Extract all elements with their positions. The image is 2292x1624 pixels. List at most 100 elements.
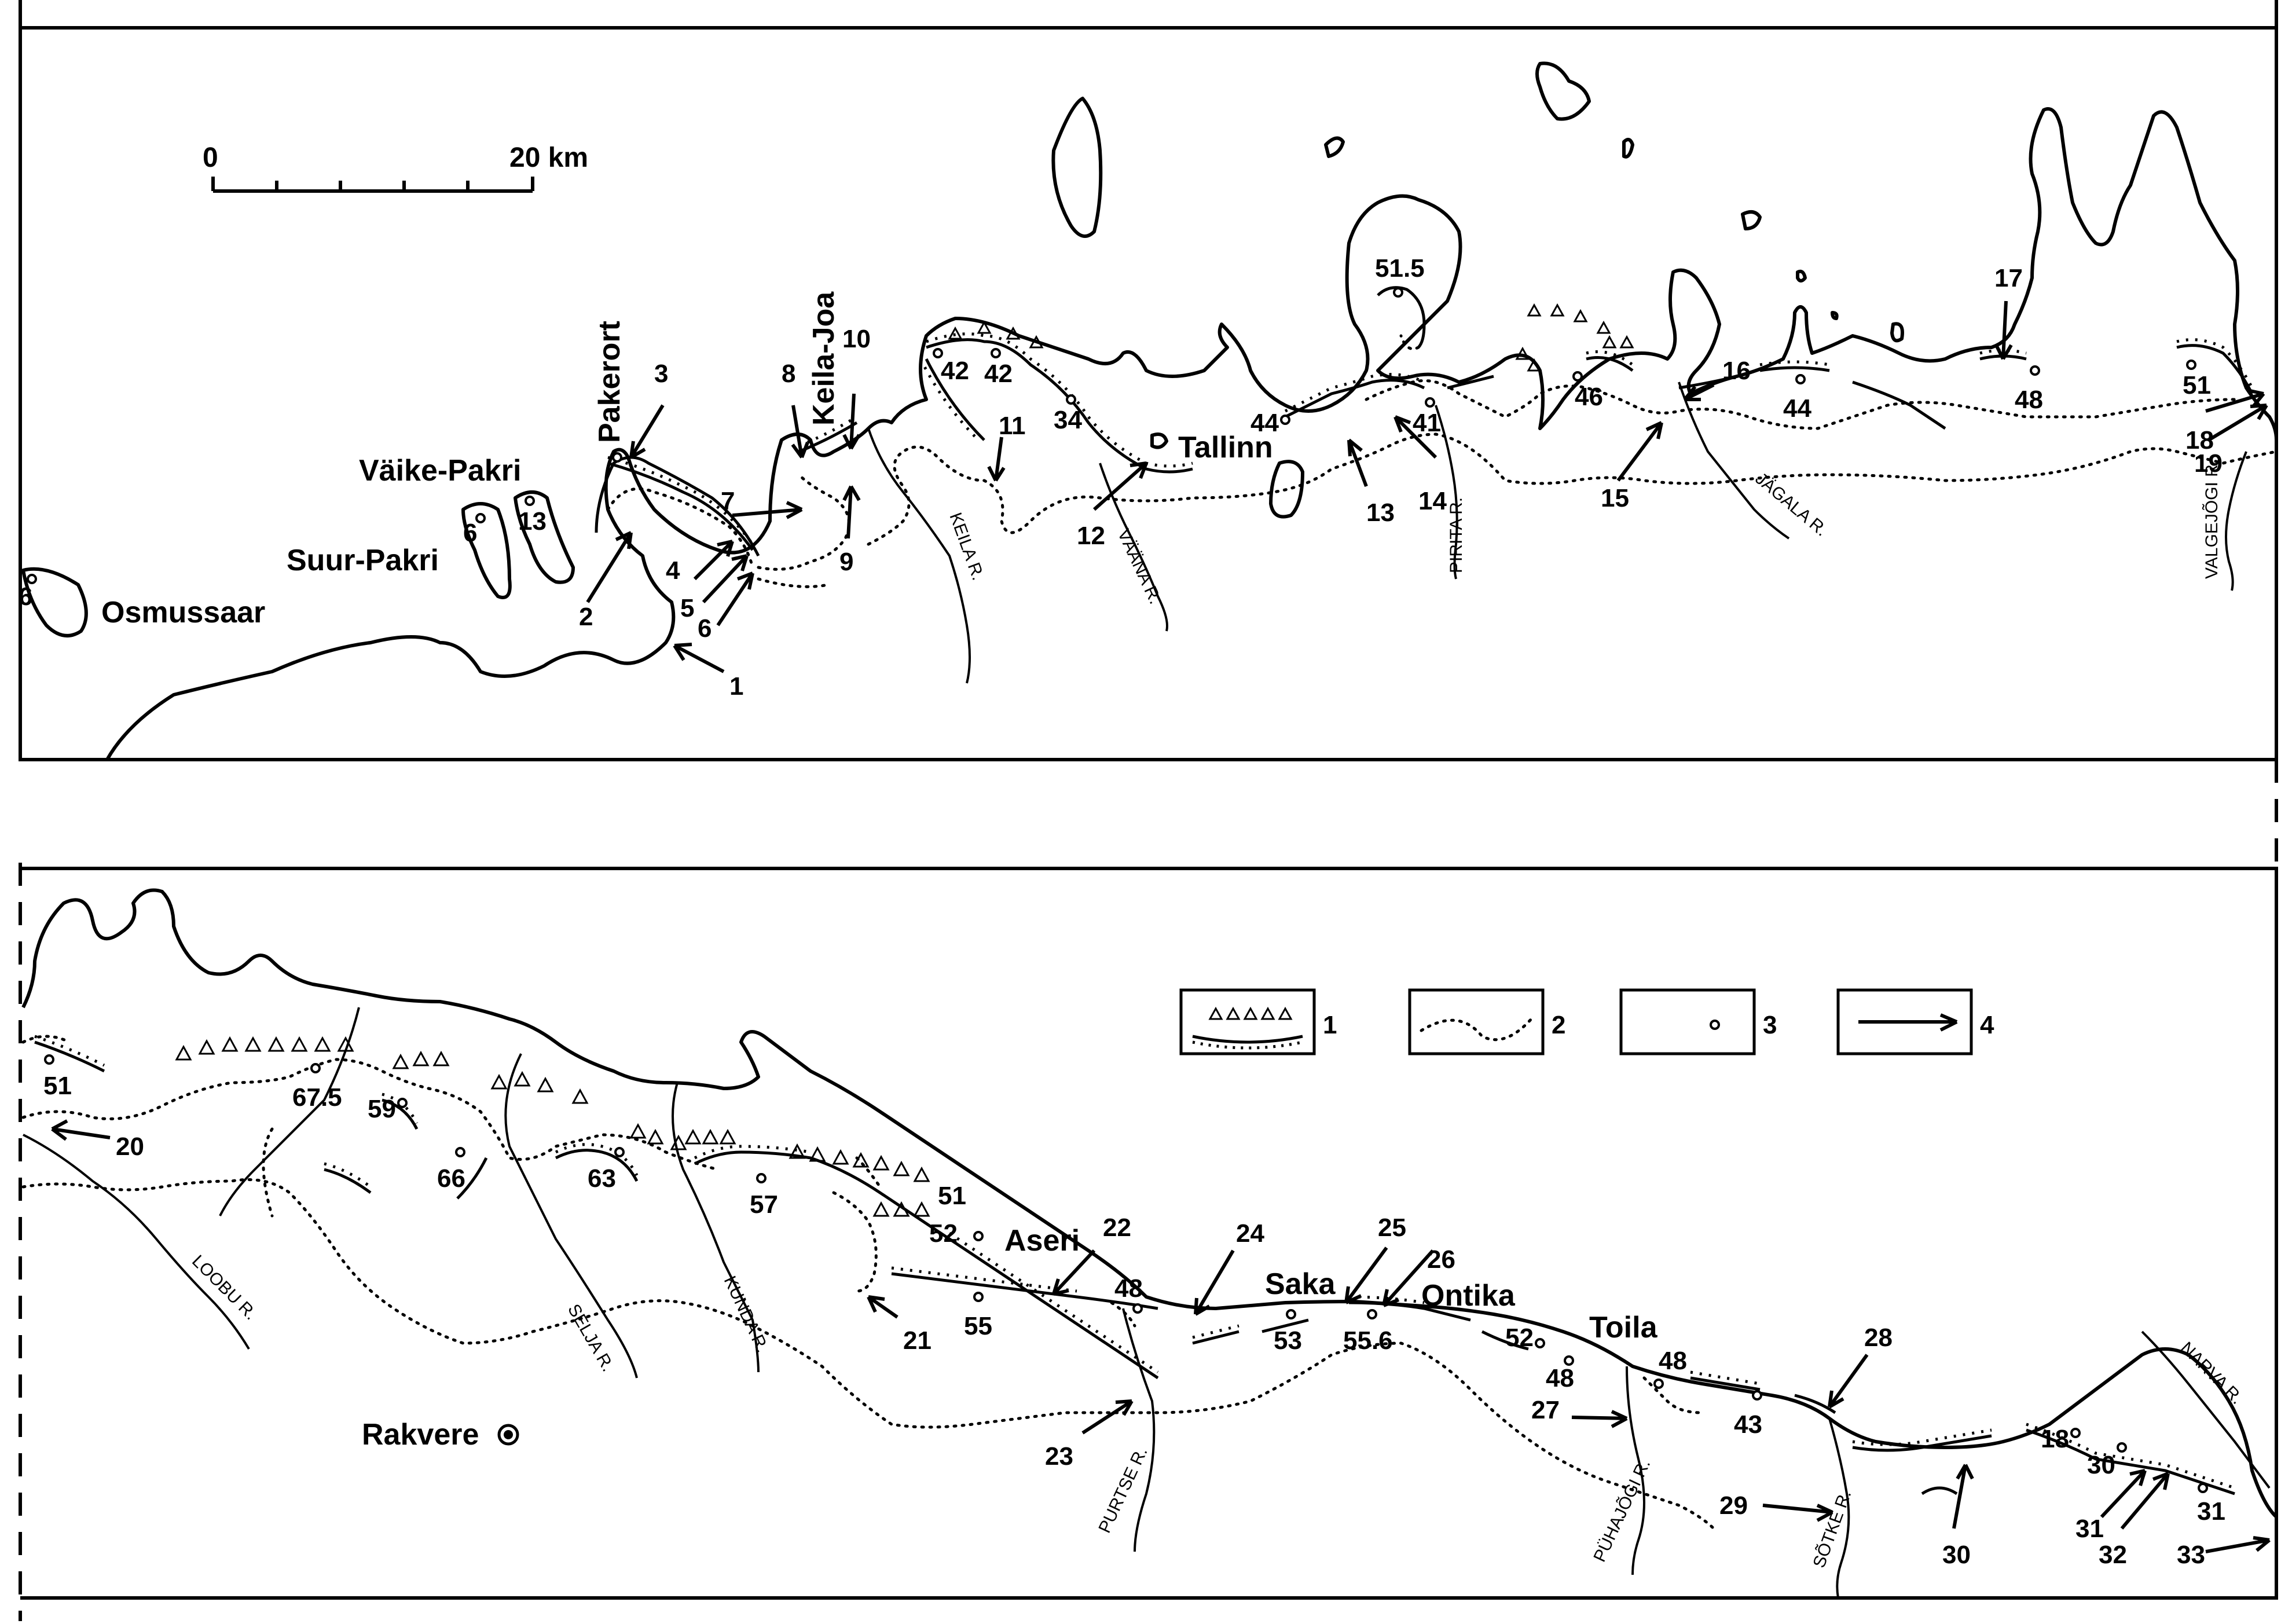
suur-pakri-island bbox=[461, 502, 512, 599]
enclosure-51-5-dotted bbox=[1399, 334, 1420, 350]
legend-number-1: 1 bbox=[1323, 1011, 1337, 1039]
selja-river bbox=[504, 1053, 638, 1379]
elev-top-9: 46 bbox=[1575, 383, 1603, 411]
elev-top-4: 42 bbox=[984, 360, 1013, 388]
narva-river bbox=[2141, 1330, 2271, 1489]
dotted-line-bottom-3 bbox=[21, 1035, 1704, 1414]
site-26: 26 bbox=[1427, 1245, 1455, 1274]
site-10: 10 bbox=[842, 325, 871, 353]
site-30: 30 bbox=[1942, 1541, 1971, 1569]
site-14: 14 bbox=[1418, 487, 1447, 515]
elev-bottom-13: 48 bbox=[1546, 1364, 1574, 1392]
legend: 1 2 3 4 bbox=[1179, 988, 1994, 1055]
island-north-2 bbox=[1324, 136, 1345, 158]
elev-top-7: 51.5 bbox=[1375, 254, 1425, 283]
elev-top-12: 51 bbox=[2183, 371, 2211, 399]
label-keila-joa: Keila-Joa bbox=[807, 291, 841, 426]
site-23: 23 bbox=[1045, 1442, 1073, 1471]
arrows-bottom bbox=[51, 1119, 2271, 1553]
site-16: 16 bbox=[1722, 357, 1751, 385]
elev-bottom-11: 55.6 bbox=[1343, 1326, 1393, 1355]
site-33: 33 bbox=[2177, 1541, 2205, 1569]
elev-top-0: 6 bbox=[19, 582, 32, 611]
elev-top-6: 44 bbox=[1250, 409, 1279, 437]
enclosure-51-5 bbox=[1377, 286, 1426, 349]
vaike-pakri-island bbox=[514, 490, 575, 584]
elev-bottom-18: 31 bbox=[2197, 1497, 2225, 1526]
site-22: 22 bbox=[1103, 1214, 1131, 1242]
legend-item-3: 3 bbox=[1619, 988, 1777, 1055]
talus-bottom bbox=[175, 1036, 930, 1217]
label-narva-river: NARVA R. bbox=[2177, 1339, 2246, 1408]
keila-river bbox=[867, 428, 971, 684]
bottom-panel: Rakvere Aseri Saka Ontika Toila LOOBU R.… bbox=[19, 760, 2278, 1621]
label-suur-pakri: Suur-Pakri bbox=[287, 544, 439, 577]
site-6: 6 bbox=[698, 614, 712, 643]
legend-number-2: 2 bbox=[1552, 1011, 1565, 1039]
site-32: 32 bbox=[2099, 1541, 2127, 1569]
dotted-line-bottom-1 bbox=[21, 1058, 878, 1293]
site-19: 19 bbox=[2194, 449, 2223, 478]
site-24: 24 bbox=[1236, 1219, 1264, 1248]
site-15: 15 bbox=[1601, 484, 1629, 512]
site-27: 27 bbox=[1531, 1396, 1560, 1424]
site-31: 31 bbox=[2075, 1515, 2104, 1543]
label-vaike-pakri: Väike-Pakri bbox=[359, 454, 521, 487]
island-tallinn-small bbox=[1150, 432, 1168, 449]
rakvere-marker bbox=[497, 1424, 519, 1446]
top-panel-frame bbox=[19, 0, 2278, 761]
elev-bottom-16: 18 bbox=[2041, 1425, 2069, 1453]
top-panel: 0 20 km bbox=[19, 0, 2278, 761]
label-pirita-river: PIRITA R. bbox=[1447, 497, 1466, 573]
pakerort-klint bbox=[595, 456, 760, 557]
site-1: 1 bbox=[729, 672, 743, 701]
site-20: 20 bbox=[116, 1132, 144, 1161]
elev-top-8: 41 bbox=[1413, 409, 1441, 437]
purtse-river bbox=[1122, 1308, 1156, 1552]
label-ontika: Ontika bbox=[1421, 1279, 1516, 1313]
site-7: 7 bbox=[721, 487, 735, 515]
site-2: 2 bbox=[579, 603, 593, 631]
valgejogi-river bbox=[2225, 451, 2247, 591]
river-bottom-2 bbox=[219, 1007, 360, 1216]
site-17: 17 bbox=[1994, 264, 2023, 292]
bottom-panel-frame bbox=[20, 867, 2278, 1600]
label-jagala-river: JÄGALA R. bbox=[1752, 469, 1831, 540]
site-9: 9 bbox=[839, 548, 853, 576]
island-north-1 bbox=[1051, 97, 1103, 238]
elev-top-1: 6 bbox=[463, 519, 477, 547]
site-13: 13 bbox=[1366, 498, 1395, 527]
elev-bottom-6: 51 bbox=[938, 1182, 966, 1210]
elev-top-3: 42 bbox=[941, 357, 969, 385]
label-aseri: Aseri bbox=[1004, 1224, 1080, 1258]
dotted-line-top-2 bbox=[1365, 379, 2236, 430]
jagala-river bbox=[1678, 382, 1790, 540]
label-selja-river: SELJA R. bbox=[564, 1301, 618, 1375]
elev-bottom-14: 48 bbox=[1659, 1347, 1687, 1375]
sotke-river bbox=[1828, 1418, 1850, 1599]
elev-top-11: 48 bbox=[2015, 386, 2043, 414]
site-29: 29 bbox=[1719, 1491, 1748, 1520]
legend-number-3: 3 bbox=[1763, 1011, 1777, 1039]
elev-bottom-4: 63 bbox=[588, 1164, 616, 1193]
scale-start: 0 bbox=[203, 142, 218, 173]
elev-top-2: 13 bbox=[518, 507, 547, 536]
site-3: 3 bbox=[654, 360, 668, 388]
points-bottom bbox=[44, 1054, 2208, 1493]
points-top bbox=[27, 287, 2196, 584]
coastline-top bbox=[105, 107, 2278, 761]
label-valgejogi-river: VALGEJÕGI R. bbox=[2202, 460, 2221, 579]
label-rakvere: Rakvere bbox=[362, 1418, 479, 1451]
label-pakerort: Pakerort bbox=[593, 321, 626, 443]
island-north-6 bbox=[1796, 269, 1807, 283]
coastline-bottom bbox=[21, 888, 2278, 1519]
kunda-river bbox=[672, 1082, 760, 1373]
elev-bottom-8: 55 bbox=[964, 1312, 992, 1340]
site-21: 21 bbox=[903, 1326, 932, 1355]
site-28: 28 bbox=[1864, 1324, 1893, 1352]
elev-bottom-10: 53 bbox=[1274, 1326, 1302, 1355]
label-saka: Saka bbox=[1265, 1267, 1336, 1301]
island-north-4 bbox=[1622, 138, 1634, 159]
label-purtse-river: PURTSE R. bbox=[1095, 1444, 1151, 1535]
